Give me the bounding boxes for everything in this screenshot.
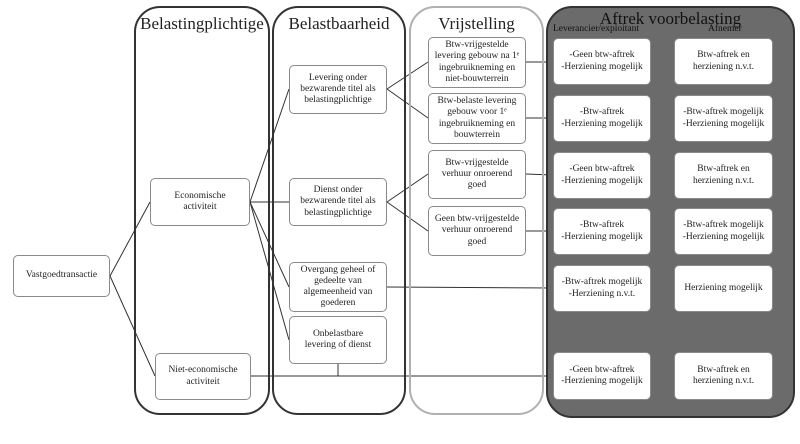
connector-line [109, 275, 156, 377]
column-title-vrijstelling: Vrijstelling [438, 14, 515, 33]
column-title-aftrek: Aftrek voorbelasting [599, 9, 742, 28]
afnemer-box-5: Herziening mogelijk [674, 265, 773, 312]
subheader-afnemer: Afnemer [708, 24, 742, 34]
connector-line [386, 173, 429, 203]
node-vastgoedtransactie: Vastgoedtransactie [13, 255, 110, 297]
column-belastingplichtige: Belastingplichtige [134, 6, 270, 415]
node-dienst-bezwarende-titel: Dienst onder bezwarende titel als belast… [289, 178, 387, 226]
connector-line [386, 61, 429, 90]
node-belaste-levering: Btw-belaste levering gebouw voor 1ᵉ inge… [428, 93, 526, 144]
column-title-belastingplichtige: Belastingplichtige [140, 14, 264, 33]
node-levering-bezwarende-titel: Levering onder bezwarende titel als bela… [289, 65, 387, 114]
leverancier-box-1: -Geen btw-aftrek-Herziening mogelijk [553, 38, 651, 85]
subheader-leverancier: Leverancier/exploitant [553, 24, 639, 34]
afnemer-box-4: -Btw-aftrek mogelijk-Herziening mogelijk [674, 208, 773, 255]
node-vrijgestelde-verhuur: Btw-vrijgestelde verhuur onroerend goed [428, 150, 526, 199]
connector-line [386, 88, 429, 119]
column-belastbaarheid: Belastbaarheid [272, 6, 406, 415]
leverancier-box-4: -Btw-aftrek-Herziening mogelijk [553, 208, 651, 255]
leverancier-box-3: -Geen btw-aftrek-Herziening mogelijk [553, 152, 651, 199]
node-vrijgestelde-levering: Btw-vrijgestelde levering gebouw na 1ᵉ i… [428, 37, 526, 88]
column-title-belastbaarheid: Belastbaarheid [288, 14, 390, 33]
connector-line [386, 201, 429, 232]
leverancier-box-2: -Btw-aftrek-Herziening mogelijk [553, 95, 651, 142]
afnemer-box-2: -Btw-aftrek mogelijk-Herziening mogelijk [674, 95, 773, 142]
leverancier-box-6: -Geen btw-aftrek-Herziening mogelijk [553, 352, 651, 400]
node-overgang-algemeenheid: Overgang geheel of gedeelte van algemeen… [289, 262, 387, 312]
node-niet-economische-activiteit: Niet-economische activiteit [155, 353, 251, 400]
node-onbelastbare-levering: Onbelastbare levering of dienst [289, 316, 387, 364]
node-economische-activiteit: Economische activiteit [150, 178, 250, 226]
node-geen-vrijgestelde-verhuur: Geen btw-vrijgestelde verhuur onroerend … [428, 206, 526, 256]
connector-line [109, 201, 151, 277]
connector-line [386, 286, 554, 289]
column-vrijstelling: Vrijstelling [409, 6, 544, 415]
leverancier-box-5: -Btw-aftrek mogelijk-Herziening n.v.t. [553, 265, 651, 312]
